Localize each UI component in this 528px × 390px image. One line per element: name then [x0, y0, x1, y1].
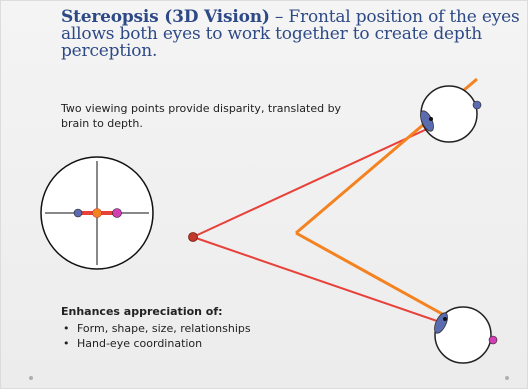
lower-eye	[434, 306, 498, 364]
title-bold: Stereopsis (3D Vision)	[61, 7, 270, 27]
corner-dot	[505, 376, 509, 380]
right-image-dot	[112, 208, 122, 218]
title-rest: – Frontal position of the eyes allows bo…	[61, 7, 520, 61]
list-item: Hand-eye coordination	[61, 336, 391, 351]
center-image-dot	[92, 208, 102, 218]
enhances-list: Form, shape, size, relationships Hand-ey…	[61, 321, 391, 351]
slide-title: Stereopsis (3D Vision) – Frontal positio…	[61, 9, 521, 60]
left-image-dot	[73, 208, 83, 218]
fixation-point	[188, 232, 198, 242]
target-circle	[40, 156, 154, 270]
upper-eye	[420, 85, 482, 143]
enhances-section: Enhances appreciation of: Form, shape, s…	[61, 305, 391, 351]
subtitle-text: Two viewing points provide disparity, tr…	[61, 102, 342, 130]
list-item: Form, shape, size, relationships	[61, 321, 391, 336]
corner-dot	[29, 376, 33, 380]
enhances-heading: Enhances appreciation of:	[61, 305, 223, 318]
